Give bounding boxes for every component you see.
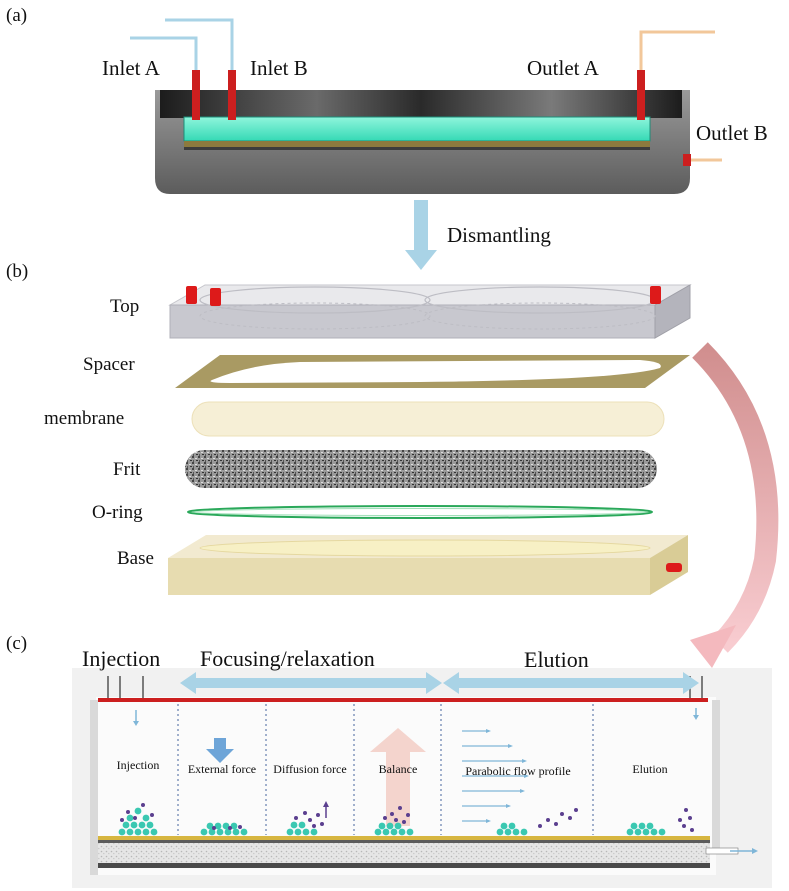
frit-strip — [184, 141, 650, 147]
membrane-layer — [191, 401, 665, 437]
top-plate — [168, 284, 692, 339]
outlet-b-port — [683, 154, 691, 166]
membrane-strip — [184, 147, 650, 150]
external-force-arrow — [206, 738, 234, 763]
particles-injection — [118, 803, 158, 836]
layer-label-base: Base — [117, 548, 154, 569]
stage-diffusion-force: Diffusion force — [273, 762, 347, 776]
layer-label-oring: O-ring — [92, 502, 143, 523]
curved-transition-arrow — [690, 342, 779, 668]
layer-label-membrane: membrane — [44, 408, 125, 429]
base-port — [666, 563, 682, 572]
top-port-3 — [650, 286, 661, 304]
oring-layer — [187, 505, 653, 519]
frit-layer — [185, 450, 657, 488]
balance-arrow — [370, 728, 426, 826]
outlet-a-tube — [639, 30, 715, 72]
panel-label-a: (a) — [6, 5, 28, 26]
inlet-a-label: Inlet A — [102, 56, 160, 80]
focusing-arrow — [180, 672, 442, 694]
particles-diffusion — [286, 811, 324, 836]
stage-external-force: External force — [187, 762, 257, 776]
outlet-b-label: Outlet B — [696, 121, 768, 145]
stage-balance: Balance — [378, 762, 418, 776]
elution-arrow — [443, 672, 699, 694]
panel-label-b: (b) — [6, 261, 29, 282]
layer-label-frit: Frit — [113, 459, 141, 480]
channel — [183, 116, 651, 142]
header-elution: Elution — [524, 647, 589, 672]
dismantling-arrow — [405, 200, 437, 270]
stage-injection: Injection — [116, 758, 160, 772]
inlet-a-port — [192, 70, 200, 120]
particles-flow — [496, 808, 578, 836]
inlet-b-tube — [165, 18, 234, 72]
layer-label-spacer: Spacer — [83, 354, 135, 375]
particles-balance — [374, 806, 414, 836]
particles-external-force — [200, 822, 248, 836]
particles-elution — [626, 808, 694, 836]
inlet-b-port — [228, 70, 236, 120]
top-port-2 — [210, 288, 221, 306]
device-top-cap — [160, 90, 682, 118]
header-focusing: Focusing/relaxation — [200, 646, 375, 671]
top-port-1 — [186, 286, 197, 304]
assembled-device — [130, 18, 722, 194]
outlet-a-port — [637, 70, 645, 120]
outlet-a-label: Outlet A — [527, 56, 599, 80]
channel-schematic — [72, 668, 772, 888]
layer-label-top: Top — [110, 296, 140, 317]
header-injection: Injection — [82, 646, 161, 671]
stage-parabolic-flow: Parabolic flow profile — [465, 764, 571, 778]
flow-profile-arrows — [462, 729, 529, 823]
spacer-layer — [175, 355, 690, 388]
stage-elution: Elution — [632, 762, 668, 776]
dismantling-label: Dismantling — [447, 223, 551, 247]
inlet-b-label: Inlet B — [250, 56, 308, 80]
panel-label-c: (c) — [6, 633, 28, 654]
base-layer — [168, 535, 688, 595]
inlet-a-tube — [130, 36, 198, 72]
